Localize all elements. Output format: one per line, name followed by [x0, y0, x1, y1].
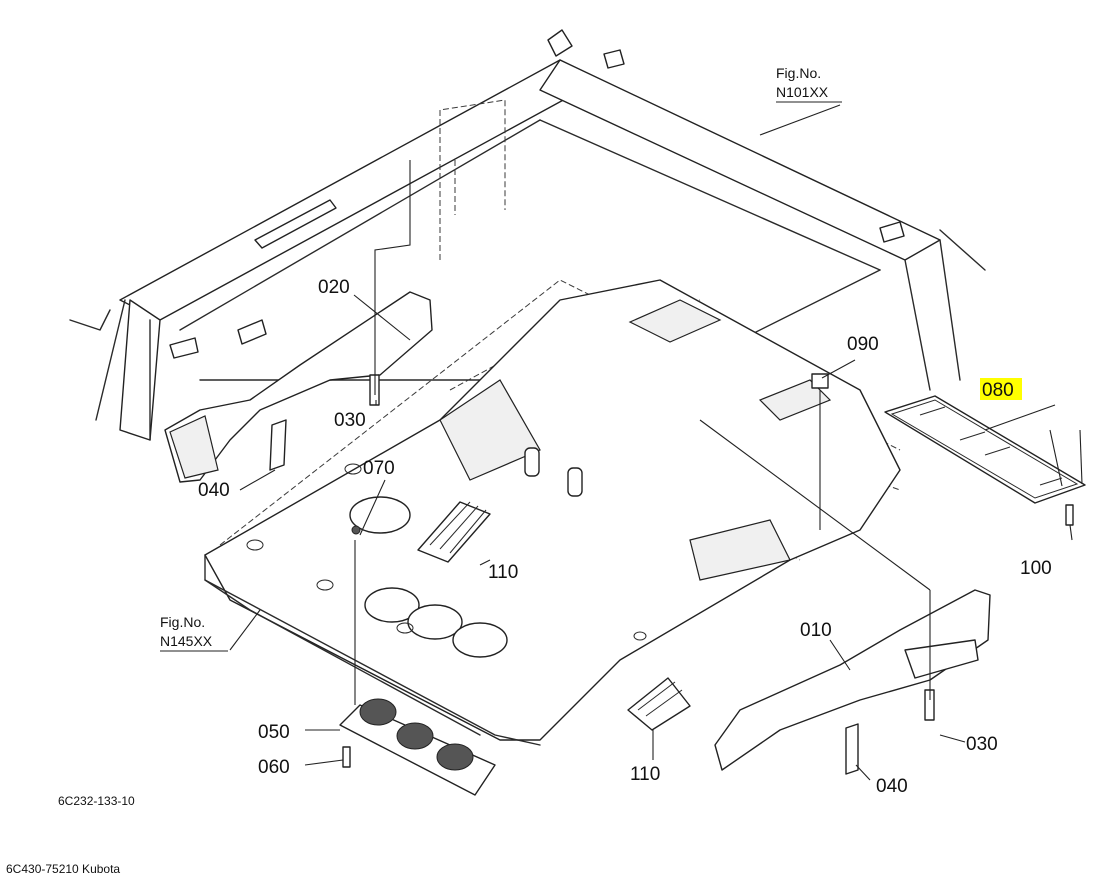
- side-cover-right: [714, 589, 991, 771]
- callout-040-right: 040: [876, 776, 908, 797]
- callout-060: 060: [258, 757, 290, 778]
- fig-ref-n101xx: Fig.No. N101XX: [776, 65, 842, 103]
- callout-030-lower: 030: [966, 734, 998, 755]
- highlight-marker: [980, 378, 1022, 400]
- callout-labels: 020 030 040 070 110 090 080 100 010 030 …: [198, 277, 1052, 797]
- side-cover-left: [164, 291, 433, 483]
- drawing-number: 6C232-133-10: [58, 794, 135, 808]
- footer-text: 6C430-75210 Kubota: [6, 862, 120, 876]
- part-110-vent-upper: [417, 501, 491, 563]
- fasteners: [269, 373, 1074, 775]
- callout-070: 070: [363, 458, 395, 479]
- callout-020: 020: [318, 277, 350, 298]
- callout-040-left: 040: [198, 480, 230, 501]
- callout-030-upper: 030: [334, 410, 366, 431]
- callout-010: 010: [800, 620, 832, 641]
- cabin-frame: [69, 29, 986, 441]
- fig-ref-line2: N101XX: [776, 84, 829, 100]
- callout-110-upper: 110: [488, 562, 518, 583]
- callout-100: 100: [1020, 558, 1052, 579]
- part-050-light-cluster: [339, 698, 496, 796]
- part-110-vent-lower: [627, 677, 691, 731]
- floor-panel: [204, 279, 901, 746]
- fig-ref-line2: N145XX: [160, 633, 213, 649]
- fig-ref-line1: Fig.No.: [776, 65, 821, 81]
- callout-110-lower: 110: [630, 764, 660, 785]
- callout-080: 080: [982, 380, 1014, 401]
- part-080-mat: [884, 395, 1086, 504]
- callout-090: 090: [847, 334, 879, 355]
- fig-ref-n145xx: Fig.No. N145XX: [160, 614, 228, 652]
- fig-ref-line1: Fig.No.: [160, 614, 205, 630]
- callout-050: 050: [258, 722, 290, 743]
- leader-lines: [229, 104, 1083, 781]
